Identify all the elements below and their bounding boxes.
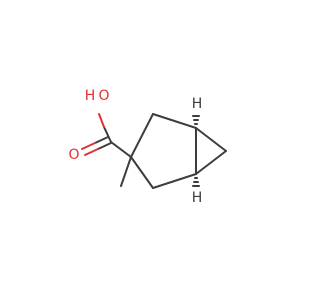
bond-c2-c1	[152, 113, 197, 129]
atom-hydroxyl-o: O	[98, 88, 109, 104]
bond-c5-c4	[152, 173, 197, 189]
hashed-wedge-bottom	[192, 177, 200, 187]
bond-c4-c3	[130, 156, 154, 189]
chemical-structure-diagram: H O O H H	[68, 88, 227, 206]
hashed-wedge-top	[192, 115, 200, 125]
atom-stereo-h-bottom: H	[192, 190, 203, 206]
bond-carboxyl-oh-oxygen	[98, 113, 105, 128]
bond-carbonyl-b-oxygen	[81, 142, 96, 150]
bond-c3-carboxyl	[110, 141, 132, 158]
bond-c3-c2	[130, 113, 154, 158]
bond-c6-c5	[195, 150, 227, 175]
atom-carbonyl-o: O	[68, 147, 79, 163]
bond-carbonyl-a-oxygen	[84, 148, 99, 156]
bond-carbonyl-b-carbon	[94, 136, 109, 144]
bond-carbonyl-a-carbon	[97, 142, 112, 150]
bond-c3-methyl	[120, 156, 132, 187]
bond-carboxyl-oh-carbon	[103, 126, 112, 143]
atom-stereo-h-top: H	[192, 96, 203, 112]
bond-c1-c6	[195, 127, 227, 152]
atom-hydroxyl-h: H	[85, 88, 96, 104]
